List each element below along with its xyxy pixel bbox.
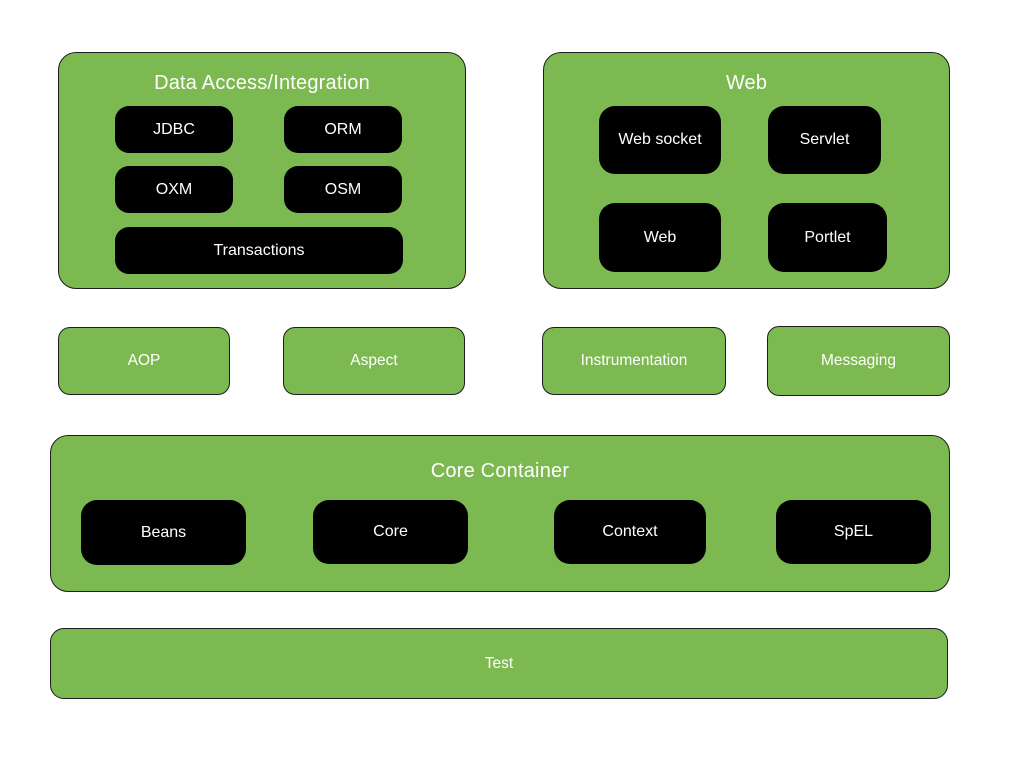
- module-pill-context: Context: [554, 500, 706, 564]
- panel-web: Web Web socket Servlet Web Portlet: [543, 52, 950, 289]
- panel-label-instrumentation: Instrumentation: [580, 352, 688, 369]
- panel-data-access-integration: Data Access/Integration JDBC ORM OXM OSM…: [58, 52, 466, 289]
- module-pill-transactions: Transactions: [115, 227, 403, 274]
- module-pill-web: Web: [599, 203, 721, 272]
- panel-messaging: Messaging: [767, 326, 950, 396]
- module-pill-servlet: Servlet: [768, 106, 881, 174]
- panel-title-data-access: Data Access/Integration: [154, 72, 370, 94]
- panel-test: Test: [50, 628, 948, 699]
- panel-aspect: Aspect: [283, 327, 465, 395]
- module-pill-orm: ORM: [284, 106, 402, 153]
- module-pill-jdbc: JDBC: [115, 106, 233, 153]
- panel-title-web: Web: [725, 72, 768, 94]
- module-pill-web-socket: Web socket: [599, 106, 721, 174]
- panel-label-messaging: Messaging: [821, 352, 896, 369]
- panel-label-test: Test: [484, 654, 514, 672]
- module-pill-core: Core: [313, 500, 468, 564]
- module-pill-portlet: Portlet: [768, 203, 887, 272]
- panel-aop: AOP: [58, 327, 230, 395]
- panel-instrumentation: Instrumentation: [542, 327, 726, 395]
- panel-label-aop: AOP: [127, 352, 161, 369]
- panel-label-aspect: Aspect: [350, 352, 398, 369]
- module-pill-beans: Beans: [81, 500, 246, 565]
- module-pill-spel: SpEL: [776, 500, 931, 564]
- module-pill-osm: OSM: [284, 166, 402, 213]
- module-pill-oxm: OXM: [115, 166, 233, 213]
- panel-title-core-container: Core Container: [430, 460, 570, 482]
- panel-core-container: Core Container Beans Core Context SpEL: [50, 435, 950, 592]
